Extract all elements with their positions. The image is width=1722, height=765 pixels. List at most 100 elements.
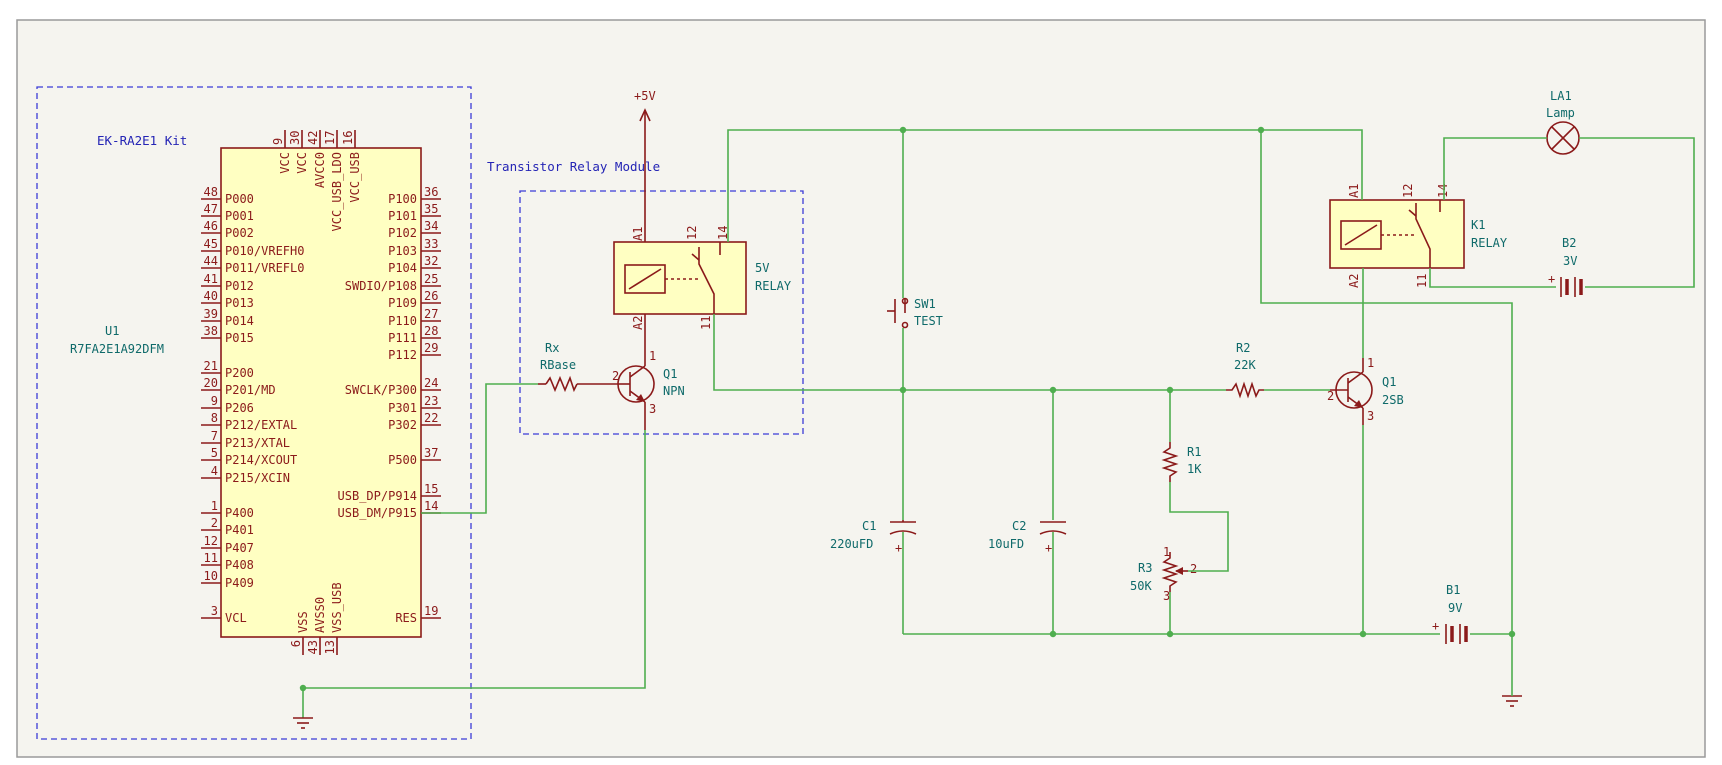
pin-number: 20 [204,376,218,390]
power-5v-symbol: +5V [634,89,656,242]
mcu-body [220,147,422,638]
pin-name: P500 [388,453,417,467]
pin-name: P104 [388,261,417,275]
c2-ref: C2 [1012,519,1026,533]
q1-pin2: 2 [612,369,619,383]
mcu-ground-symbol [293,688,313,729]
relay5-pin-11: 11 [699,316,713,330]
r2-value: 22K [1234,358,1256,372]
pin-number: 46 [204,219,218,233]
c2-value: 10uFD [988,537,1024,551]
pin-name: VSS_USB [330,582,344,633]
pin-name: P400 [225,506,254,520]
k1-ref: K1 [1471,218,1485,232]
pin-name: VCC [295,152,309,174]
pin-name: RES [395,611,417,625]
pin-number: 17 [323,131,337,145]
pin-name: P011/VREFL0 [225,261,304,275]
q1-pin1: 1 [649,349,656,363]
pin-number: 34 [424,219,438,233]
pin-number: 2 [211,516,218,530]
r1-ref: R1 [1187,445,1201,459]
pin-name: P000 [225,192,254,206]
relay5-pin-a1: A1 [631,227,645,241]
pin-name: SWCLK/P300 [345,383,417,397]
k1-pin-12: 12 [1401,184,1415,198]
pin-number: 28 [424,324,438,338]
relay5-pin-12: 12 [685,226,699,240]
pin-name: P010/VREFH0 [225,244,304,258]
r2-ref: R2 [1236,341,1250,355]
r1-value: 1K [1187,462,1202,476]
pin-name: VCC_USB [348,152,362,203]
pin-number: 25 [424,272,438,286]
q1-pin3: 3 [649,402,656,416]
pin-number: 13 [323,640,337,654]
mcu-pin-bottom: 43 AVSS0 [306,597,327,655]
pin-number: 40 [204,289,218,303]
pin-number: 37 [424,446,438,460]
pin-name: VCC [278,152,292,174]
module-boundary [519,190,804,435]
q2-pin3: 3 [1367,409,1374,423]
capacitor-c1: + [889,520,917,555]
pin-number: 44 [204,254,218,268]
pin-number: 41 [204,272,218,286]
pin-name: VCL [225,611,247,625]
relay5-pin-a2: A2 [631,316,645,330]
junctions [299,126,1516,692]
relay-k1: A1 A2 12 14 11 [1329,184,1465,288]
pin-number: 4 [211,464,218,478]
k1-pin-a1: A1 [1347,184,1361,198]
pin-number: 43 [306,640,320,654]
pin-number: 48 [204,185,218,199]
pin-number: 15 [424,482,438,496]
pin-name: AVSS0 [313,597,327,633]
pin-number: 26 [424,289,438,303]
pin-name: P408 [225,558,254,572]
pin-name: P015 [225,331,254,345]
pin-name: P100 [388,192,417,206]
mcu-part: R7FA2E1A92DFM [70,342,164,356]
q2-pin1: 1 [1367,356,1374,370]
pin-number: 38 [204,324,218,338]
pin-number: 12 [204,534,218,548]
pin-number: 14 [424,499,438,513]
pin-number: 23 [424,394,438,408]
pin-number: 47 [204,202,218,216]
c1-ref: C1 [862,519,876,533]
pin-name: USB_DP/P914 [338,489,417,503]
pin-name: P110 [388,314,417,328]
pin-name: P101 [388,209,417,223]
kit-title: EK-RA2E1 Kit [97,133,187,148]
pin-number: 21 [204,359,218,373]
pin-number: 6 [289,640,303,647]
la1-ref: LA1 [1550,89,1572,103]
pin-number: 11 [204,551,218,565]
pin-name: USB_DM/P915 [338,506,417,520]
k1-pin-14: 14 [1436,184,1450,198]
